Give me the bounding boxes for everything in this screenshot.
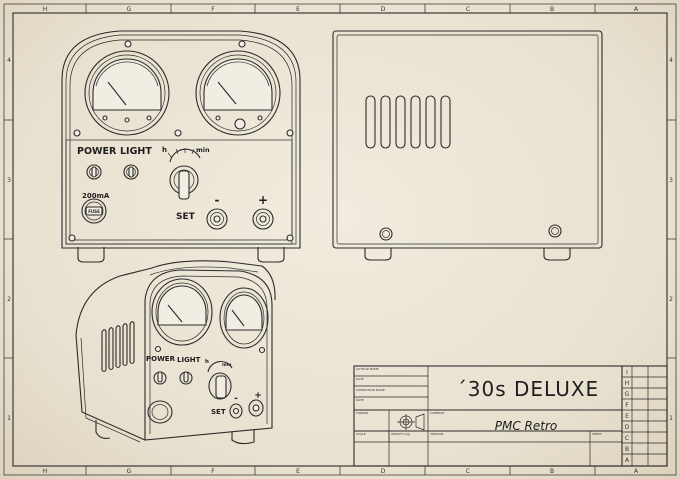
iso-power-label: POWER [146,355,176,363]
iso-positive-terminal[interactable] [248,399,264,417]
iso-minus-label: - [234,394,238,404]
timer-dial[interactable]: h min SET [162,146,210,222]
zone-label: B [550,6,554,13]
iso-timer-dial[interactable] [207,360,233,400]
zone-label: A [634,468,639,475]
iso-light-label: LIGHT [177,356,201,364]
iso-dial-min-label: min [222,362,231,368]
iso-negative-terminal[interactable] [229,403,243,419]
zone-label: 2 [7,296,11,303]
revision-letters: I H G F E D C B A [625,369,630,464]
zone-label: D [381,6,386,13]
sheet-field-label: SHEET [592,432,602,436]
fuse-rating-label: 200mA [82,192,110,200]
zone-label: B [550,468,554,475]
iso-power-switch[interactable] [153,371,167,385]
supervisor-field-label: SUPERVISOR NAME [356,388,385,392]
iso-light-switch[interactable] [179,371,193,385]
company-name: PMC Retro [495,419,557,433]
revision-letter: H [625,380,630,387]
light-switch[interactable] [123,164,139,180]
left-meter [84,50,170,136]
revision-letter: E [625,413,629,420]
revision-letter: I [626,369,628,376]
weight-field-label: WEIGHT (kg) [391,432,410,436]
dial-min-label: min [196,146,210,154]
side-vent-slots [365,95,451,149]
revision-letter: G [625,391,630,398]
fuse-holder[interactable]: FUSE [81,198,107,224]
zone-label: F [211,468,215,475]
zone-label: 3 [669,177,673,184]
power-label: POWER [77,146,117,157]
iso-vent-slots [101,321,135,373]
zone-label: E [296,468,300,475]
revision-letter: B [625,446,629,453]
date-field-label: DATE [356,377,364,381]
set-label: SET [176,212,196,222]
company-field-label: COMPANY [430,411,445,415]
zone-label: 1 [7,415,11,422]
revision-letter: C [625,435,629,442]
title-block: AUTHOR NAME DATE SUPERVISOR NAME DATE FO… [353,365,668,467]
side-view [332,30,603,261]
zone-label: G [127,6,132,13]
front-view: POWER LIGHT 200mA FUSE h min SET [61,30,301,263]
zone-label: G [127,468,132,475]
format-field-label: FORMAT [356,411,369,415]
zone-labels-side: 4 3 2 1 4 3 2 1 [7,57,673,422]
isometric-view: POWER LIGHT h min SET - + [75,260,276,445]
zone-label: 2 [669,296,673,303]
zone-labels-bottom: H G F E D C B A [43,468,639,475]
dial-h-label: h [162,146,167,154]
power-switch[interactable] [86,164,102,180]
iso-left-meter [151,278,213,346]
border-frame [3,3,677,476]
fuse-cap-label: FUSE [88,209,100,214]
plus-label: + [258,193,268,207]
right-meter [195,50,281,136]
zone-labels-top: H G F E D C B A [43,6,639,13]
zone-label: 4 [669,57,673,64]
zone-label: 3 [7,177,11,184]
revision-letter: A [625,457,630,464]
zone-label: C [466,6,470,13]
negative-terminal[interactable] [206,208,228,230]
zone-label: H [43,468,48,475]
light-label: LIGHT [120,146,152,157]
front-screws [68,40,294,242]
iso-plus-label: + [254,391,262,401]
version-field-label: VERSION [430,432,443,436]
revision-letter: D [625,424,630,431]
zone-label: 4 [7,57,11,64]
zone-label: H [43,6,48,13]
minus-label: - [215,193,220,207]
iso-right-meter [219,287,269,349]
zone-label: A [634,6,639,13]
zone-label: D [381,468,386,475]
iso-dial-h-label: h [205,359,209,365]
author-field-label: AUTHOR NAME [356,367,379,371]
iso-set-label: SET [211,408,226,416]
zone-label: C [466,468,470,475]
date-field-label-2: DATE [356,398,364,402]
positive-terminal[interactable] [252,208,274,230]
zone-label: F [211,6,215,13]
projection-symbol-icon [397,413,425,431]
zone-label: E [296,6,300,13]
revision-letter: F [625,402,629,409]
zone-label: 1 [669,415,673,422]
drawing-title: ´30s DELUXE [457,377,599,401]
scale-field-label: SCALE [356,432,366,436]
